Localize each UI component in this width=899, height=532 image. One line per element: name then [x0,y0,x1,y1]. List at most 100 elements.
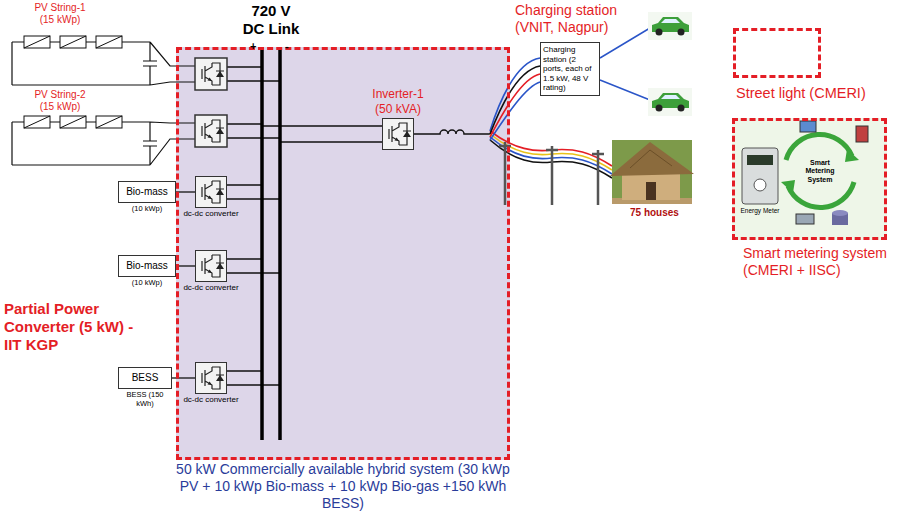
car-window [661,19,680,23]
inverter-fill [382,118,414,150]
igbt-symbol [202,120,224,142]
label-positioner: PV String-1 (15 kWp) [28,2,92,26]
meter-dial [754,179,766,191]
pv-panels [24,116,122,128]
converter-box [195,115,227,147]
polarity-sign: + [250,40,256,53]
database-top [832,210,848,216]
village-hut [610,140,694,204]
smart-metering-label: Smart metering system (CMERI + IISC) [743,245,891,279]
igbt-symbol [202,63,224,85]
roof-thatch [630,150,672,168]
dc-dc-converter: dc-dc converter [195,250,227,282]
bus-taps [227,67,382,385]
hybrid-system-region: 50 kW Commercially available hybrid syst… [176,47,510,460]
laptop-icon [796,214,814,224]
converter-fill [195,176,227,208]
label-positioner: Charging station (VNIT, Nagpur) [515,2,631,36]
text-positioner: dc-dc converter [176,283,246,293]
converter-label: dc-dc converter [176,209,246,219]
biomass-source: Bio-mass(10 kWp) [118,181,176,203]
converter-label: dc-dc converter [176,395,246,405]
street-light-label: Street light (CMERI) [736,85,866,102]
car-wheel [678,105,685,112]
electric-car [648,88,692,116]
dc-dc-converter: dc-dc converter [195,362,227,394]
converter-fill [195,250,227,282]
text-positioner: Inverter-1 (50 kVA) [362,87,434,116]
pv-panel-hatch [24,36,122,48]
text-positioner: Street light (CMERI) [736,85,866,102]
output-inductor [414,130,490,134]
label-positioner: 75 houses [630,207,679,219]
contributor-note: Partial Power Converter (5 kW) - IIT KGP [4,300,138,354]
street-light-box: Street light (CMERI) [733,28,821,78]
source-rating: (10 kWp) [120,278,174,287]
label-positioner: Energy Meter [736,207,784,215]
inverter: Inverter-1 (50 kVA) [382,118,414,150]
houses-label: 75 houses [630,207,679,219]
electric-car [648,12,692,40]
igbt-symbol [202,367,224,389]
text-positioner: dc-dc converter [176,209,246,219]
source-rating: BESS (150 kWh) [118,390,172,408]
converter-fill [195,362,227,394]
label-positioner: Partial Power Converter (5 kW) - IIT KGP [4,300,138,354]
converter-label: dc-dc converter [176,283,246,293]
dc-dc-converter: dc-dc converter [195,176,227,208]
illustration-text: Smart Metering System [798,159,842,184]
source-name: Bio-mass [125,186,169,198]
biomass-source: Bio-mass(10 kWp) [118,255,176,277]
charging-station: Charging station (2 ports, each of 1.5 k… [540,42,600,96]
dc-link-bus [262,48,280,440]
cycle-arrowhead [845,149,859,162]
text-positioner: dc-dc converter [176,395,246,405]
hut-door [646,182,656,200]
smart-meter-fill [732,118,887,240]
device-icon [856,126,868,142]
source-name: Bio-mass [125,260,169,272]
label-positioner: PV String-2 (15 kWp) [28,89,92,113]
battery-storage: BESSBESS (150 kWh) [118,367,172,389]
cycle-arrow [786,134,852,160]
pv-string-label: PV String-1 (15 kWp) [28,2,92,26]
charger-spec: Charging station (2 ports, each of 1.5 k… [543,45,597,93]
label-positioner: + [250,40,256,53]
contributor-note: Charging station (VNIT, Nagpur) [515,2,631,36]
illustration-text: Energy Meter [736,207,784,215]
label-positioner: 720 V DC Link [240,2,302,38]
car-ground [648,88,692,116]
igbt-symbol [202,255,224,277]
charger-feed [490,82,540,140]
car-wheel [678,29,685,36]
text-positioner: BESS (150 kWh) [118,390,172,408]
car-window [661,95,680,99]
source-name: BESS [125,372,165,384]
monitor-icon [800,121,816,132]
converter-box [195,58,227,90]
region-fill [176,47,510,460]
inverter-label: Inverter-1 (50 kVA) [362,87,434,116]
cycle-arrow [788,182,854,208]
text-positioner: (10 kWp) [120,204,174,213]
dc-link-label: 720 V DC Link [240,2,302,38]
text-positioner: (10 kWp) [120,278,174,287]
charger-cable [600,28,650,100]
source-rating: (10 kWp) [120,204,174,213]
car-ground [648,12,692,40]
text-positioner: Smart metering system (CMERI + IISC) [743,245,891,279]
meter-display [747,155,773,165]
utility-poles [499,142,604,205]
label-positioner: Smart Metering System [798,159,842,184]
cycle-arrowhead [781,180,795,193]
car-wheel [656,105,663,112]
pv-panel-hatch [24,116,122,128]
text-positioner: 50 kW Commercially available hybrid syst… [176,461,510,511]
pv-string-label: PV String-2 (15 kWp) [28,89,92,113]
igbt-symbol [389,123,411,145]
region-caption: 50 kW Commercially available hybrid syst… [176,461,510,511]
label-positioner: - [285,40,289,53]
polarity-sign: - [285,40,289,53]
